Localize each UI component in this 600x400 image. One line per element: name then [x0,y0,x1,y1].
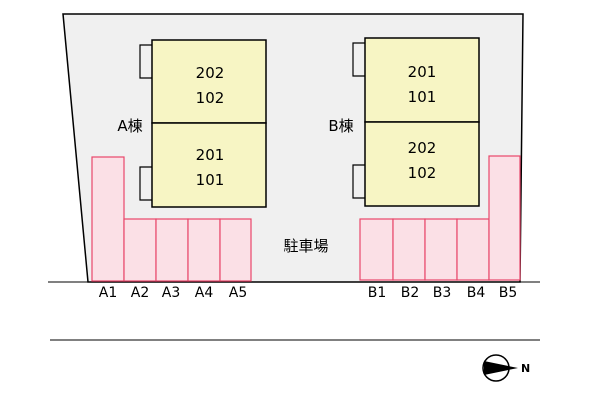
parking-space-a5 [219,218,252,282]
parking-space-a1 [91,156,125,282]
north-arrow-icon: N [482,354,530,382]
parking-space-b5 [488,155,521,281]
space-label: B2 [401,285,420,301]
parking-row-b [359,155,521,281]
unit-label: 101 [196,171,225,189]
building-label: A棟 [117,117,142,135]
parking-space-a4 [187,218,221,282]
building-b-upper [364,37,480,123]
unit-label: 202 [196,64,225,82]
parking-space-a3 [155,218,189,282]
unit-label: 102 [408,164,437,182]
parking-space-b4 [456,218,490,281]
building-b: 201 101 202 102 B棟 [328,37,480,207]
parking-space-b1 [359,218,394,281]
parking-space-b3 [424,218,458,281]
space-label: A5 [229,285,247,301]
space-label: B1 [368,285,387,301]
building-a-upper [151,39,267,124]
parking-lot-label: 駐車場 [283,237,328,255]
unit-label: 102 [196,89,225,107]
building-b-lower [364,121,480,207]
space-label: A3 [162,285,180,301]
balcony [352,42,365,77]
unit-label: 201 [196,146,225,164]
unit-label: 101 [408,88,437,106]
unit-label: 201 [408,63,437,81]
parking-space-b2 [392,218,426,281]
balcony [352,164,365,199]
space-label: B3 [433,285,452,301]
unit-label: 202 [408,139,437,157]
building-a-lower [151,122,267,208]
parking-row-a [91,156,252,282]
balcony [139,44,152,79]
parking-space-a2 [123,218,157,282]
north-label: N [521,362,530,375]
space-label: A2 [131,285,149,301]
space-label: A1 [99,285,117,301]
balcony [139,166,152,201]
building-label: B棟 [328,117,353,135]
building-a: 202 102 201 101 A棟 [117,39,267,208]
space-label: B4 [467,285,486,301]
space-label: A4 [195,285,214,301]
space-label: B5 [499,285,518,301]
